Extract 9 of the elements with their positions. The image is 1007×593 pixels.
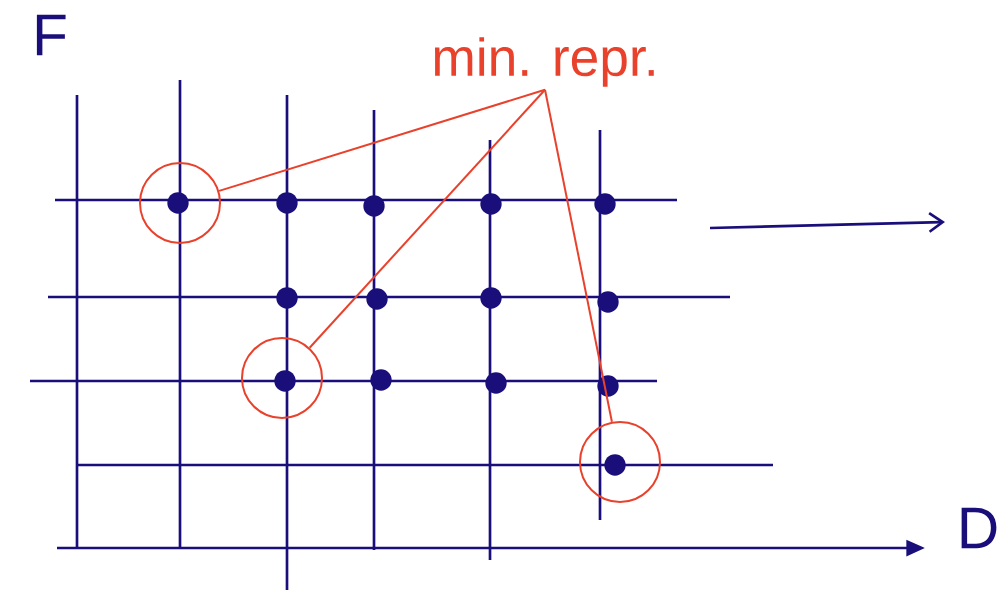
axis-label: D xyxy=(961,507,997,549)
leader-line xyxy=(544,88,613,423)
axis-label: F xyxy=(36,14,66,56)
highlight-circle xyxy=(241,337,323,419)
highlight-circle xyxy=(579,421,661,503)
leader-line xyxy=(308,88,546,349)
leader-line xyxy=(218,88,546,192)
note-text: min. repr. xyxy=(434,37,654,87)
highlight-circle xyxy=(139,162,221,244)
